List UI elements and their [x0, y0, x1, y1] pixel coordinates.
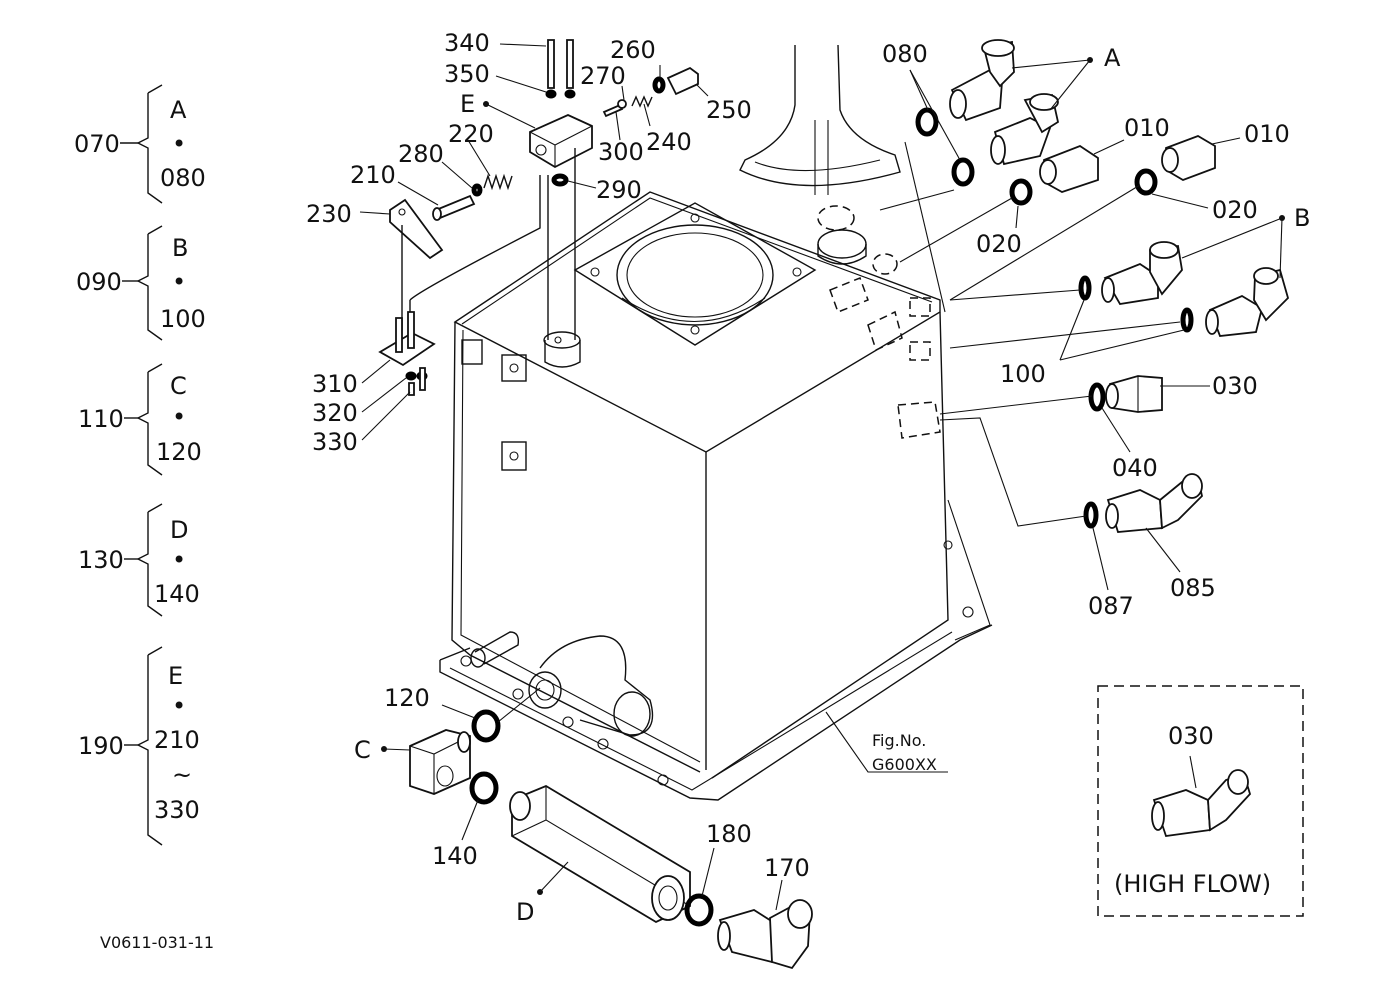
- legend-top-letter: B: [172, 234, 188, 262]
- part-label-010: 010: [1124, 114, 1170, 142]
- legend-dot: •: [172, 130, 186, 158]
- high-flow-part-label: 030: [1168, 722, 1214, 750]
- part-label-260: 260: [610, 36, 656, 64]
- legend: 070 A • 080 090 B • 100 110 C • 120 130: [74, 84, 206, 846]
- fittings-B-100: [949, 215, 1290, 361]
- legend-group-number: 130: [78, 546, 124, 574]
- part-label-240: 240: [646, 128, 692, 156]
- legend-tilde: ~: [172, 761, 192, 789]
- part-label-085: 085: [1170, 574, 1216, 602]
- part-label-330: 330: [312, 428, 358, 456]
- part-label-320: 320: [312, 399, 358, 427]
- part-label-080: 080: [882, 40, 928, 68]
- legend-range-end: 080: [160, 164, 206, 192]
- part-label-340: 340: [444, 29, 490, 57]
- fittings-A-010-020: [879, 39, 1241, 313]
- part-label-087: 087: [1088, 592, 1134, 620]
- part-label-E: E: [460, 90, 475, 118]
- legend-top-letter: E: [168, 662, 183, 690]
- part-label-140: 140: [432, 842, 478, 870]
- legend-dot: •: [172, 692, 186, 720]
- fittings-030-040-085-087: [939, 375, 1210, 591]
- part-label-010-second: 010: [1244, 120, 1290, 148]
- fig-number-label: Fig.No.: [872, 731, 926, 750]
- legend-top-letter: D: [170, 516, 188, 544]
- part-label-020: 020: [976, 230, 1022, 258]
- legend-top-letter: C: [170, 372, 187, 400]
- part-label-030: 030: [1212, 372, 1258, 400]
- part-label-250: 250: [706, 96, 752, 124]
- part-label-180: 180: [706, 820, 752, 848]
- hydraulic-tank: [439, 44, 993, 801]
- legend-group-070: 070 A • 080: [74, 84, 206, 204]
- part-label-040: 040: [1112, 454, 1158, 482]
- high-flow-inset: [1097, 685, 1304, 917]
- part-labels: 340 350 270 260 250 E 240 300 220 280 21…: [100, 29, 1310, 952]
- legend-range-end: 120: [156, 438, 202, 466]
- legend-group-number: 090: [76, 268, 122, 296]
- legend-group-number: 110: [78, 405, 124, 433]
- legend-group-number: 070: [74, 130, 120, 158]
- legend-group-090: 090 B • 100: [76, 225, 206, 341]
- part-label-A: A: [1104, 44, 1121, 72]
- fig-number-code: G600XX: [872, 755, 937, 774]
- legend-dot: •: [172, 268, 186, 296]
- legend-group-number: 190: [78, 732, 124, 760]
- part-label-270: 270: [580, 62, 626, 90]
- part-label-300: 300: [598, 138, 644, 166]
- part-label-210: 210: [350, 161, 396, 189]
- part-label-280: 280: [398, 140, 444, 168]
- part-label-020-second: 020: [1212, 196, 1258, 224]
- legend-range-end: 100: [160, 305, 206, 333]
- part-label-B: B: [1294, 204, 1310, 232]
- legend-range-end: 140: [154, 580, 200, 608]
- part-label-C: C: [354, 736, 371, 764]
- part-label-220: 220: [448, 120, 494, 148]
- part-label-170: 170: [764, 854, 810, 882]
- part-label-100: 100: [1000, 360, 1046, 388]
- legend-top-letter: A: [170, 96, 187, 124]
- legend-range-start: 210: [154, 726, 200, 754]
- part-label-120: 120: [384, 684, 430, 712]
- legend-group-110: 110 C • 120: [78, 363, 202, 476]
- footer-code: V0611-031-11: [100, 933, 214, 952]
- legend-dot: •: [172, 403, 186, 431]
- valve-assembly-E: [359, 39, 709, 441]
- legend-group-130: 130 D • 140: [78, 503, 200, 617]
- fittings-C-D-170-180: [381, 687, 813, 970]
- part-label-290: 290: [596, 176, 642, 204]
- legend-range-end: 330: [154, 796, 200, 824]
- part-label-D: D: [516, 898, 534, 926]
- part-label-310: 310: [312, 370, 358, 398]
- legend-group-190: 190 E • 210 ~ 330: [78, 646, 200, 846]
- part-label-350: 350: [444, 60, 490, 88]
- legend-dot: •: [172, 546, 186, 574]
- part-label-230: 230: [306, 200, 352, 228]
- high-flow-caption: (HIGH FLOW): [1114, 870, 1271, 898]
